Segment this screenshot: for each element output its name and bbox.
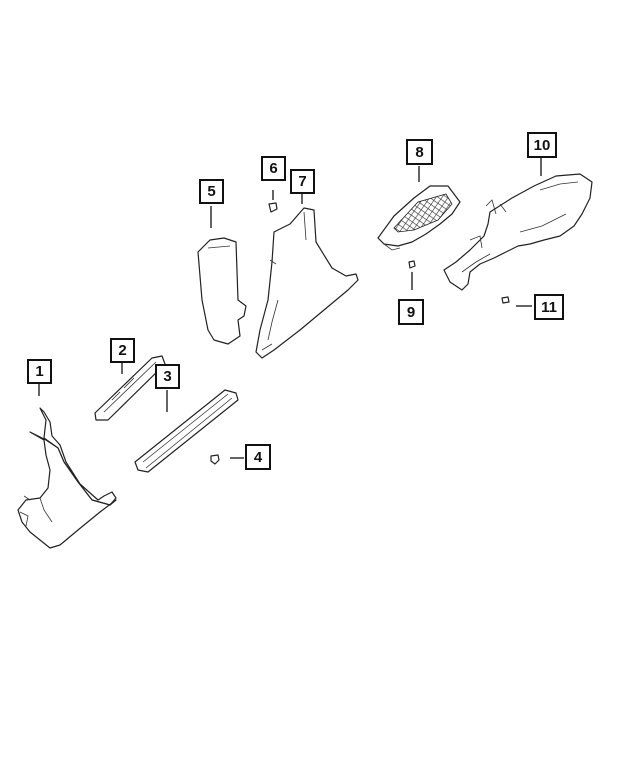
part-11-clip xyxy=(501,296,532,307)
callout-9[interactable]: 9 xyxy=(398,299,424,325)
callout-3[interactable]: 3 xyxy=(155,364,180,389)
part-5-pillar-cover xyxy=(197,237,247,345)
callout-2[interactable]: 2 xyxy=(110,338,135,363)
callout-6[interactable]: 6 xyxy=(261,156,286,181)
part-4-clip xyxy=(210,454,244,465)
part-9-clip xyxy=(408,260,416,290)
part-6-push-pin xyxy=(268,190,278,213)
part-10-bracket-assembly xyxy=(443,173,593,291)
part-8-grille-trim xyxy=(377,185,461,251)
callout-4[interactable]: 4 xyxy=(245,444,271,470)
callout-8[interactable]: 8 xyxy=(406,139,433,165)
callout-1[interactable]: 1 xyxy=(27,359,52,384)
part-1-cowl-side-trim xyxy=(17,407,117,549)
callout-11[interactable]: 11 xyxy=(534,294,564,320)
part-3-scuff-plate xyxy=(134,389,239,473)
callout-7[interactable]: 7 xyxy=(290,169,315,194)
part-7-b-pillar-trim xyxy=(255,207,359,359)
callout-5[interactable]: 5 xyxy=(199,179,224,204)
callout-10[interactable]: 10 xyxy=(527,132,557,158)
